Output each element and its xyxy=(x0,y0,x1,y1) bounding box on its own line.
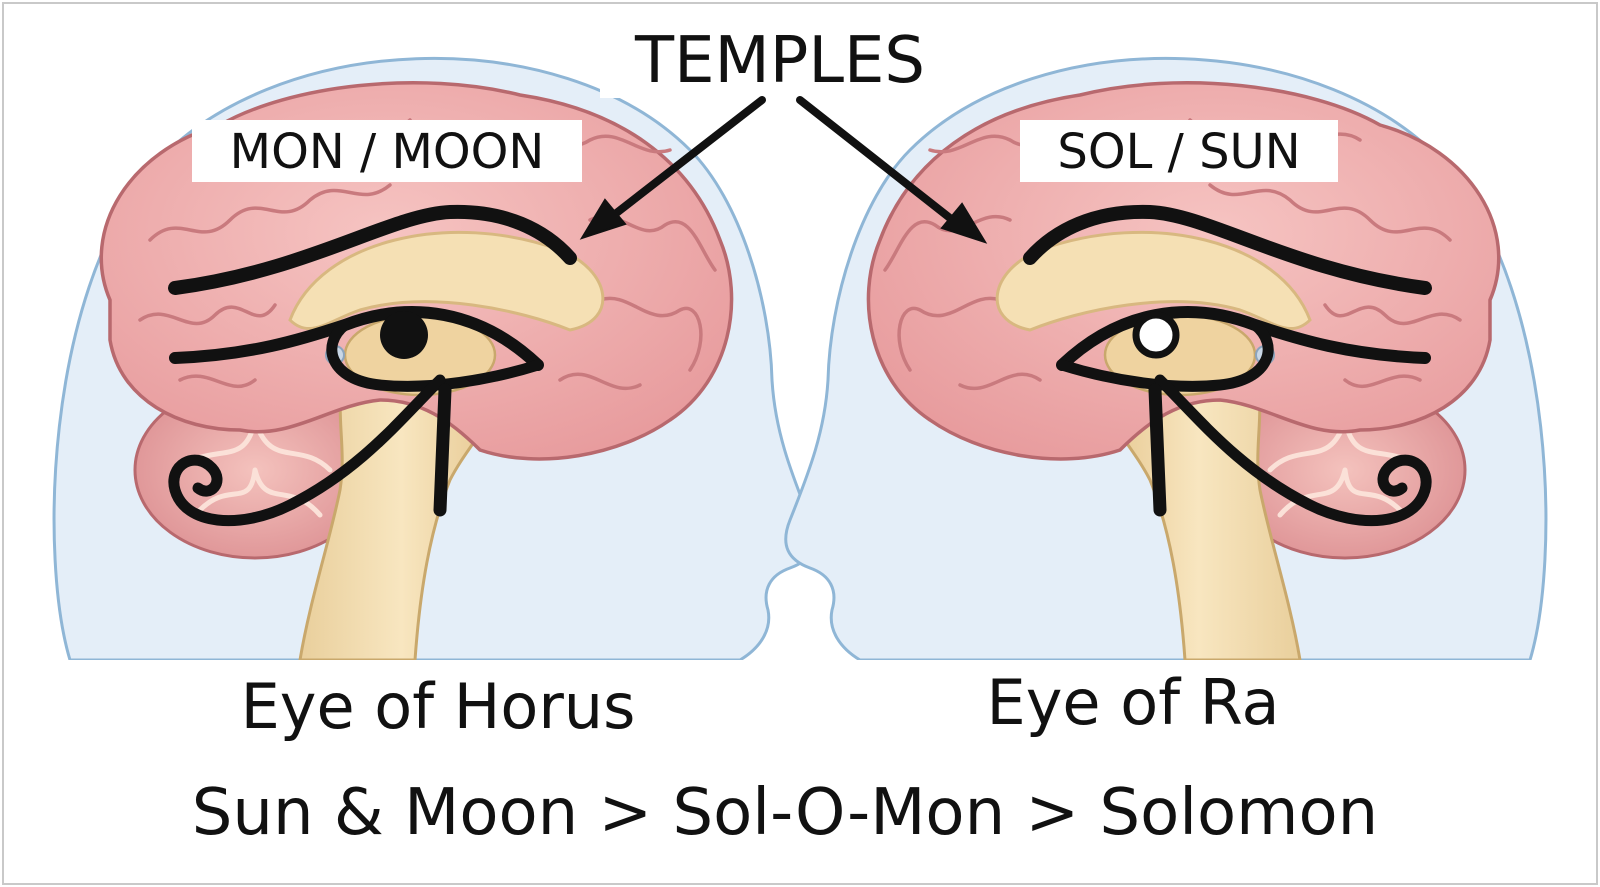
mon-label: MON / MOON xyxy=(230,124,545,180)
caption-area xyxy=(4,660,1596,883)
temple-arrows xyxy=(579,96,988,244)
right-caption: Eye of Ra xyxy=(987,666,1280,739)
sol-label: SOL / SUN xyxy=(1057,124,1300,180)
moon-pupil xyxy=(380,311,428,359)
sun-pupil xyxy=(1132,311,1180,359)
title: TEMPLES xyxy=(634,24,925,98)
left-head xyxy=(54,58,814,660)
bottom-equation: Sun & Moon > Sol-O-Mon > Solomon xyxy=(192,776,1378,850)
title-box xyxy=(600,20,960,98)
left-caption: Eye of Horus xyxy=(241,670,636,743)
mon-label-box xyxy=(192,120,582,182)
sol-label-box xyxy=(1020,120,1338,182)
right-head xyxy=(786,58,1546,660)
